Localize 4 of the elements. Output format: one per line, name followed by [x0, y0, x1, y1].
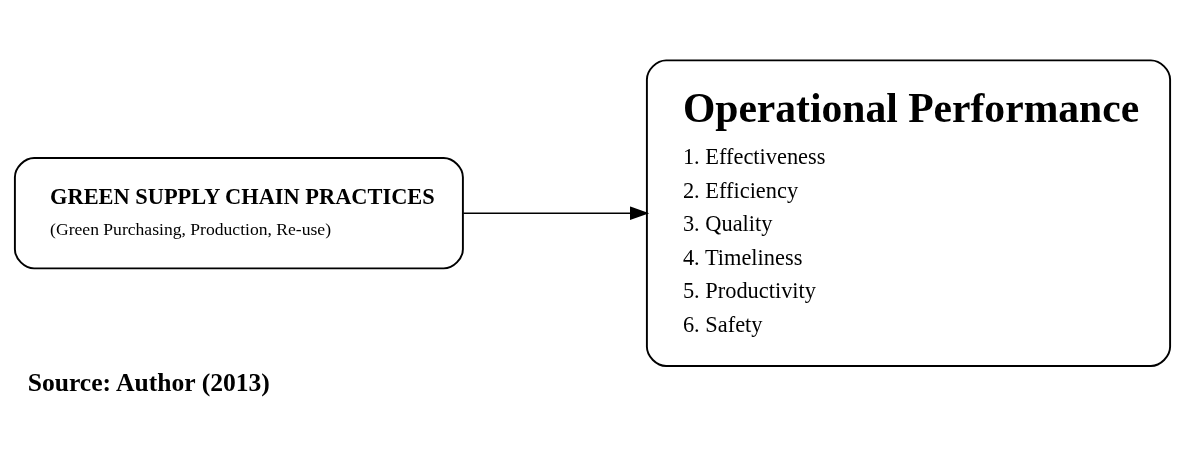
caption: Source: Author (2013): [27, 368, 270, 398]
node-box: GREEN SUPPLY CHAIN PRACTICES (Green Purchasing, Production, Re-use): [13, 157, 464, 270]
arrow: [462, 206, 650, 220]
node-box: Operational Performance 1. Effectiveness 2. Efficiency 3. Quality 4. Timeliness 5. Productivity 6. Safety: [645, 59, 1172, 367]
